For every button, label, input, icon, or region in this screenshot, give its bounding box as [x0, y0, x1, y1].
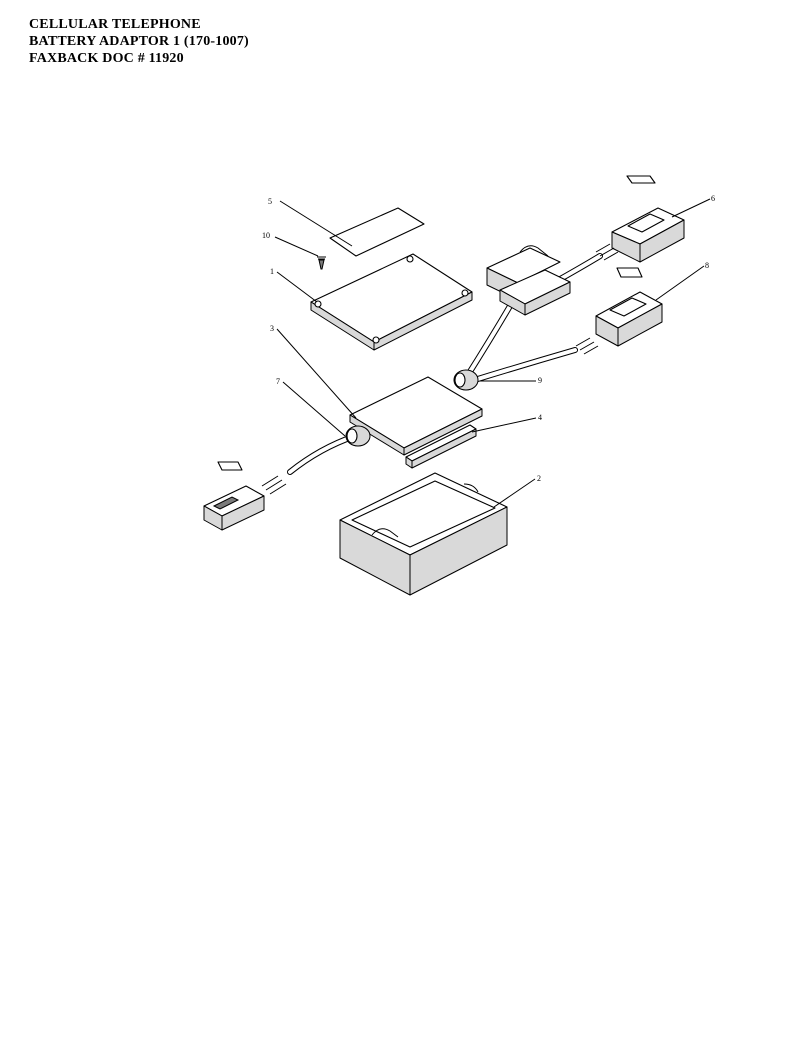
callout-3: 3 [270, 324, 274, 333]
callout-5-top: 5 [268, 197, 272, 206]
foam-strip-4 [405, 424, 477, 469]
circuit-board-3 [349, 376, 483, 456]
callout-7: 7 [276, 377, 280, 386]
doc-number: FAXBACK DOC # 11920 [29, 51, 184, 66]
callout-9: 9 [538, 376, 542, 385]
doc-title: CELLULAR TELEPHONE [29, 17, 201, 32]
document-header: CELLULAR TELEPHONE BATTERY ADAPTOR 1 (17… [29, 16, 249, 67]
connector-plug-6 [595, 207, 685, 263]
label-strip-5 [329, 207, 425, 257]
label-tag-mid-right [616, 267, 643, 278]
doc-subtitle: BATTERY ADAPTOR 1 (170-1007) [29, 34, 249, 49]
clip-connector [486, 245, 571, 316]
callout-numbers: 5 10 1 3 7 6 8 9 4 2 [262, 194, 715, 483]
callout-1: 1 [270, 267, 274, 276]
leader-lines [274, 198, 711, 508]
callout-4: 4 [538, 413, 542, 422]
callout-2: 2 [537, 474, 541, 483]
cover-plate-1 [310, 253, 473, 351]
callout-8: 8 [705, 261, 709, 270]
connector-plug-8 [575, 291, 663, 355]
callout-10: 10 [262, 231, 270, 240]
callout-6: 6 [711, 194, 715, 203]
label-tag-top-right [626, 175, 656, 184]
label-tag-left [217, 461, 243, 471]
screw-icon [317, 256, 326, 270]
ferrite-ring-left [345, 425, 371, 447]
ferrite-ring-right [453, 369, 479, 391]
housing-box-2 [339, 472, 508, 596]
connector-plug-icon [203, 475, 287, 531]
